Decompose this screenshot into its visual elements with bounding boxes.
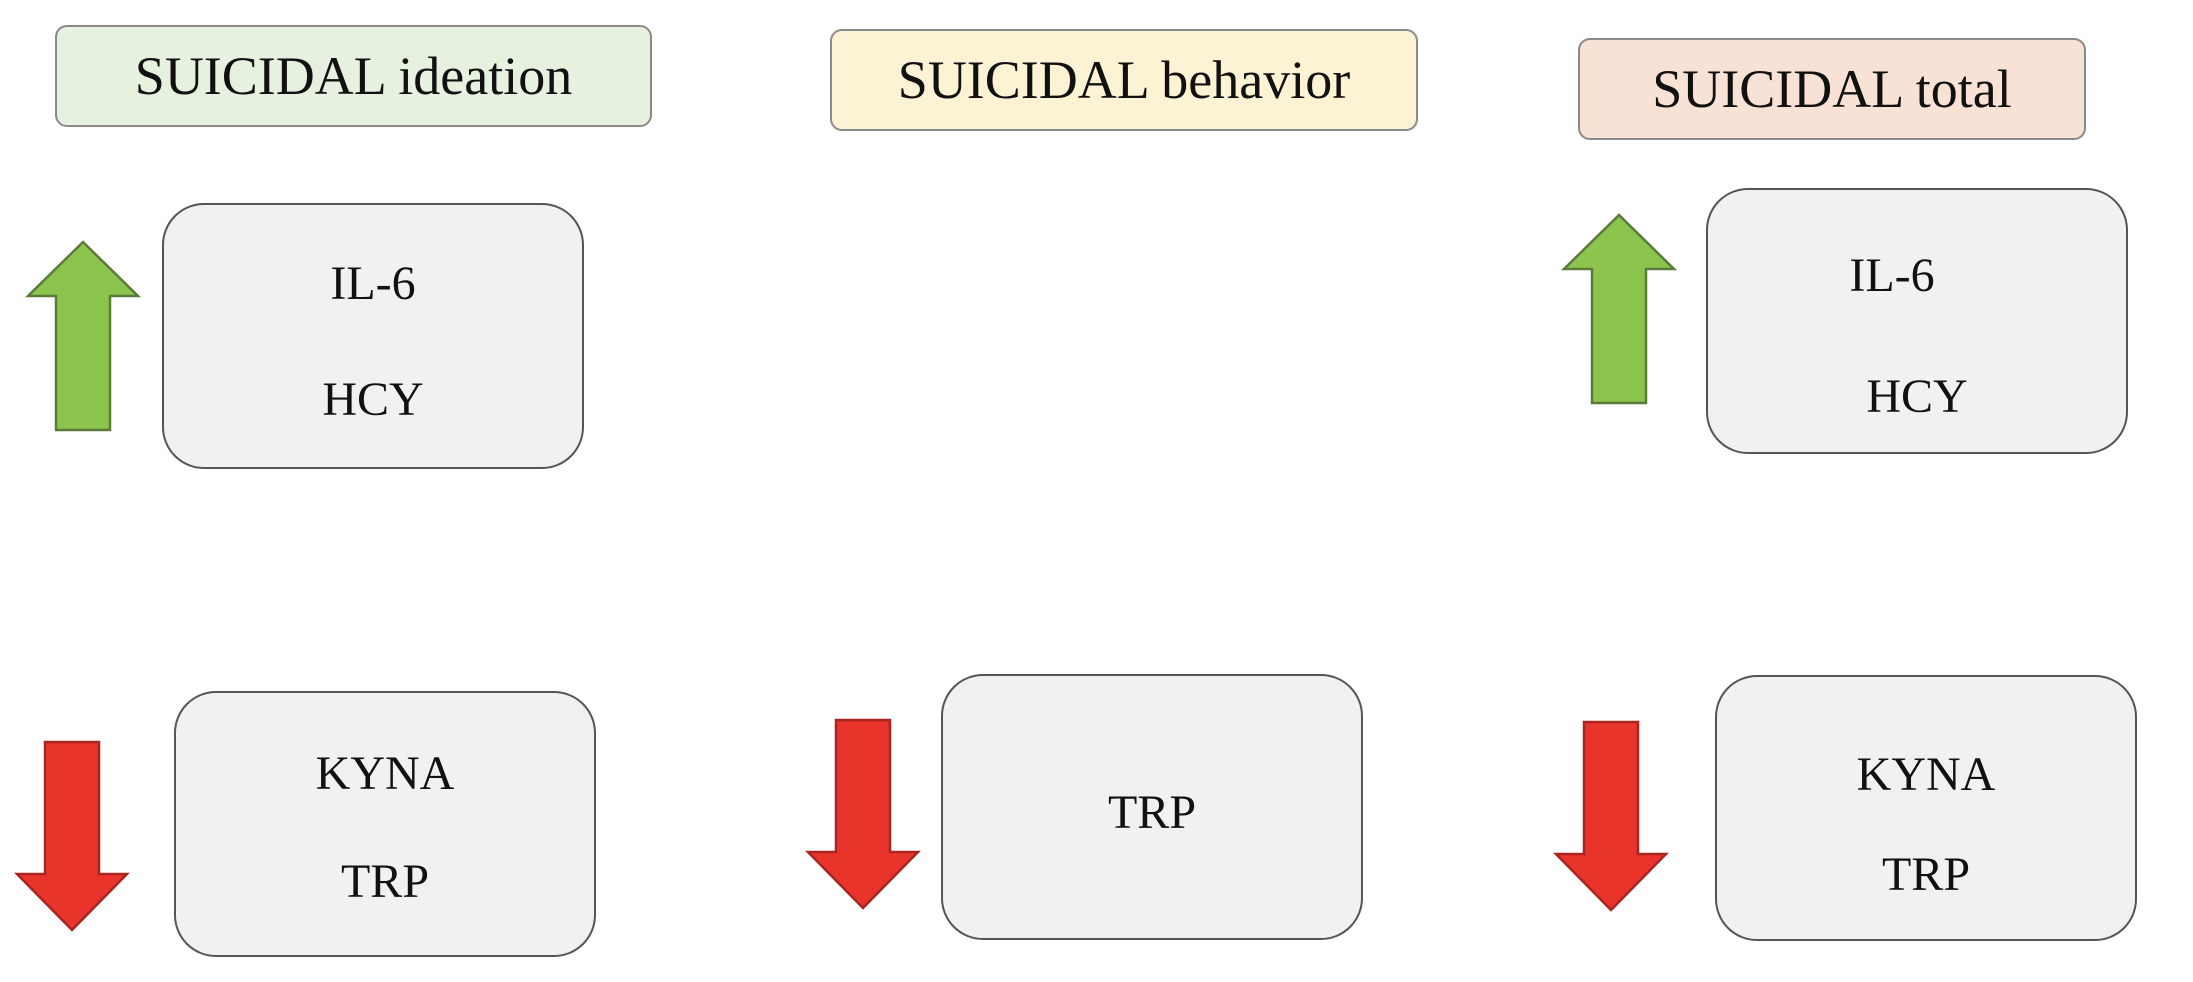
marker-label: KYNA: [315, 747, 455, 800]
decreased-markers-box-ideation: KYNA TRP: [174, 691, 596, 957]
decreased-markers-box-behavior: TRP: [941, 674, 1363, 940]
marker-label: TRP: [340, 855, 430, 908]
header-suicidal-behavior: SUICIDAL behavior: [830, 29, 1418, 131]
up-arrow-icon: [1560, 213, 1678, 405]
marker-label: HCY: [322, 373, 424, 426]
marker-label: KYNA: [1856, 748, 1996, 801]
header-suicidal-total: SUICIDAL total: [1578, 38, 2086, 140]
up-arrow-icon: [24, 240, 142, 432]
down-arrow-icon: [805, 718, 921, 910]
marker-label: TRP: [1107, 786, 1197, 839]
marker-label: HCY: [1866, 370, 1968, 423]
marker-label: TRP: [1881, 848, 1971, 901]
down-arrow-icon: [14, 740, 130, 932]
increased-markers-box-total: IL-6 HCY: [1706, 188, 2128, 454]
marker-label: IL-6: [1849, 249, 1935, 302]
marker-label: IL-6: [330, 257, 416, 310]
header-suicidal-ideation: SUICIDAL ideation: [55, 25, 652, 127]
down-arrow-icon: [1553, 720, 1669, 912]
increased-markers-box-ideation: IL-6 HCY: [162, 203, 584, 469]
decreased-markers-box-total: KYNA TRP: [1715, 675, 2137, 941]
